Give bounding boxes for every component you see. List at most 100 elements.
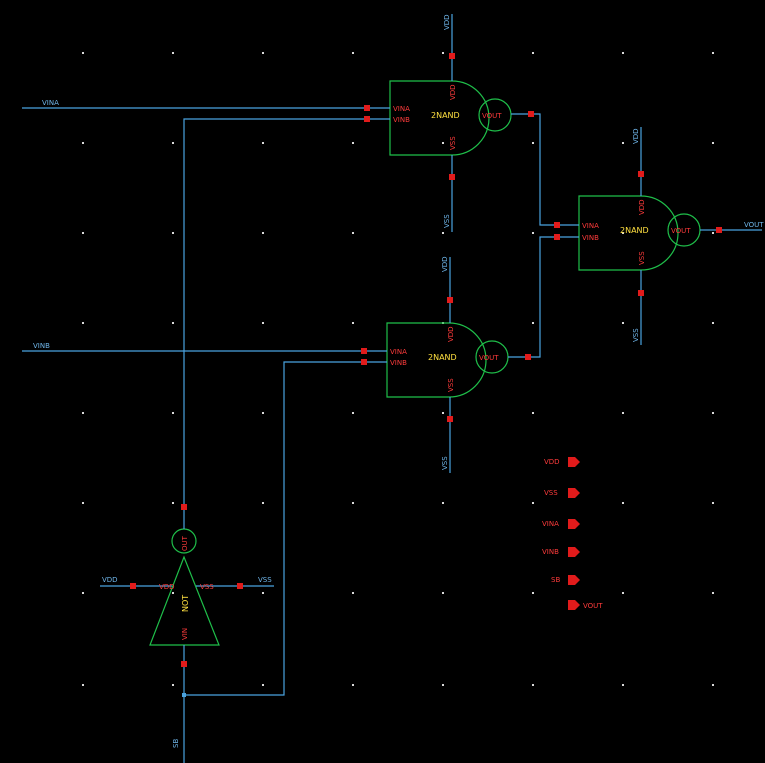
grid-dot [532, 142, 534, 144]
inverter-cell-name: NOT [181, 595, 190, 612]
inverter-gate[interactable]: OUT NOT VIN VDD VSS [130, 504, 243, 667]
nand-gate-3-pin-vss[interactable] [638, 290, 644, 296]
nand-gate-1-bubble [478, 98, 512, 132]
net-label-nand1-vdd: VDD [443, 14, 451, 30]
nand-gate-1-label-vinb: VINB [393, 116, 410, 124]
nand-gate-2-pin-vinb[interactable] [361, 359, 367, 365]
port-sb-label: SB [551, 576, 560, 584]
grid-dot [442, 52, 444, 54]
grid-dot [262, 412, 264, 414]
nand-gate-2-pin-vdd[interactable] [447, 297, 453, 303]
grid-dot [712, 322, 714, 324]
port-vinb[interactable]: VINB [542, 547, 580, 557]
nand-gate-2-label-vout: VOUT [479, 354, 499, 362]
nand-gate-3[interactable]: VINA VINB 2NAND VOUT VDD VSS [554, 171, 722, 296]
port-vss-label: VSS [544, 489, 558, 497]
grid-dot [352, 322, 354, 324]
grid-dot [82, 322, 84, 324]
nand-gate-1-pin-vinb[interactable] [364, 116, 370, 122]
nand-gate-2-pin-vina[interactable] [361, 348, 367, 354]
wire-nand2-out[interactable] [528, 236, 557, 358]
nand-gate-3-body [578, 195, 679, 271]
grid-dot [352, 52, 354, 54]
nand-gate-2-cell-name: 2NAND [428, 353, 457, 362]
nand-gate-1-cell-name: 2NAND [431, 111, 460, 120]
port-vss[interactable]: VSS [544, 488, 580, 498]
nand-gate-2[interactable]: VINA VINB 2NAND VOUT VDD VSS [361, 297, 531, 422]
nand-gate-3-pin-vinb[interactable] [554, 234, 560, 240]
port-vdd[interactable]: VDD [544, 457, 580, 467]
grid-dot [352, 684, 354, 686]
port-vss-symbol [568, 488, 580, 498]
nand-gate-3-pin-vout[interactable] [716, 227, 722, 233]
grid-dot [262, 684, 264, 686]
inverter-label-out: OUT [181, 535, 189, 551]
inverter-label-vdd: VDD [159, 583, 175, 591]
nand-gate-1[interactable]: VINA VINB 2NAND VOUT VDD VSS [364, 53, 534, 180]
junction-dot [182, 693, 186, 697]
grid-dot [352, 592, 354, 594]
grid-dot [622, 502, 624, 504]
nand-gate-2-label-vdd: VDD [447, 326, 455, 342]
grid-dot [712, 52, 714, 54]
net-label-nand3-vss: VSS [632, 328, 640, 342]
nand-gate-2-pin-vss[interactable] [447, 416, 453, 422]
inverter-pin-vss[interactable] [237, 583, 243, 589]
net-label-vinb: VINB [33, 342, 50, 350]
nand-gate-2-label-vina: VINA [390, 348, 407, 356]
grid-dot [622, 592, 624, 594]
port-vdd-label: VDD [544, 458, 560, 466]
grid-dot [172, 412, 174, 414]
inverter-pin-in[interactable] [181, 661, 187, 667]
nand-gate-1-body [389, 80, 490, 156]
grid-dot [82, 592, 84, 594]
port-vina[interactable]: VINA [542, 519, 580, 529]
net-label-inv-vdd: VDD [102, 576, 118, 584]
nand-gate-3-label-vss: VSS [638, 251, 646, 265]
nand-gate-3-pin-vina[interactable] [554, 222, 560, 228]
grid-dot [622, 232, 624, 234]
grid-dot [532, 684, 534, 686]
wire-nand1-out[interactable] [532, 113, 557, 226]
grid-dot [172, 502, 174, 504]
grid-dot [712, 684, 714, 686]
port-sb[interactable]: SB [551, 575, 580, 585]
grid-dot [262, 142, 264, 144]
grid-dot [82, 232, 84, 234]
nand-gate-2-pin-vout[interactable] [525, 354, 531, 360]
grid-dot [352, 502, 354, 504]
grid-dot [82, 502, 84, 504]
grid-dot [262, 232, 264, 234]
grid-dot [172, 232, 174, 234]
grid-dot [82, 684, 84, 686]
nand-gate-1-pin-vdd[interactable] [449, 53, 455, 59]
port-vinb-symbol [568, 547, 580, 557]
grid-dot [442, 412, 444, 414]
wire-sb-to-nand2[interactable] [184, 361, 365, 696]
nand-gate-3-pin-vdd[interactable] [638, 171, 644, 177]
grid-dot [712, 592, 714, 594]
net-label-vout: VOUT [744, 221, 764, 229]
nand-gate-3-label-vout: VOUT [671, 227, 691, 235]
grid-dot [172, 52, 174, 54]
grid-dot [712, 502, 714, 504]
wire-inv-out-to-nand1[interactable] [183, 118, 368, 507]
inverter-pin-vdd[interactable] [130, 583, 136, 589]
nand-gate-1-pin-vout[interactable] [528, 111, 534, 117]
inverter-pin-out[interactable] [181, 504, 187, 510]
grid-dot [712, 412, 714, 414]
grid-dot [712, 142, 714, 144]
nand-gate-3-label-vina: VINA [582, 222, 599, 230]
grid-dot [532, 592, 534, 594]
inverter-label-in: VIN [181, 628, 189, 640]
port-vout[interactable]: VOUT [568, 600, 603, 610]
grid-dot [622, 142, 624, 144]
nand-gate-1-pin-vina[interactable] [364, 105, 370, 111]
port-vina-label: VINA [542, 520, 559, 528]
nand-gate-3-label-vinb: VINB [582, 234, 599, 242]
grid-dot [262, 592, 264, 594]
nand-gate-1-pin-vss[interactable] [449, 174, 455, 180]
grid-dot [442, 232, 444, 234]
grid-dot [262, 52, 264, 54]
